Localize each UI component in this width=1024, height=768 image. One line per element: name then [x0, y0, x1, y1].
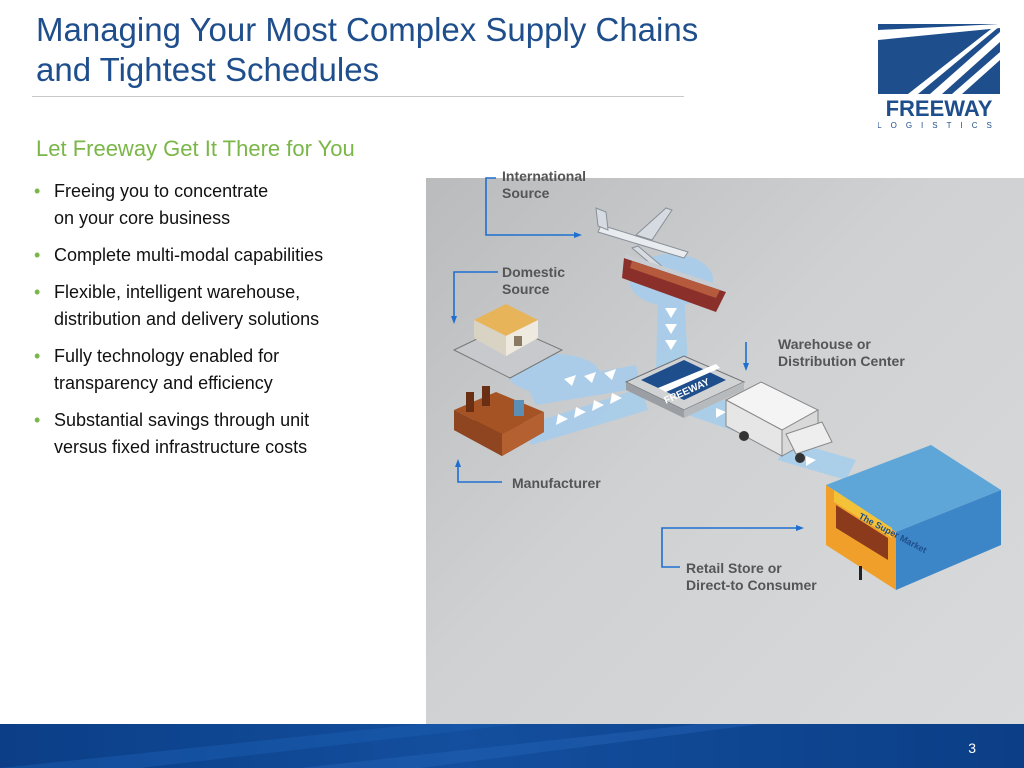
freeway-hub-icon: FREEWAY	[624, 355, 746, 418]
label-line: Warehouse or	[778, 336, 871, 352]
label-line: Distribution Center	[778, 353, 905, 369]
bullet-dot-icon: •	[34, 282, 41, 302]
bullet-item: • Substantial savings through unit versu…	[34, 407, 414, 461]
label-line: International	[502, 168, 587, 184]
slide-title-line1: Managing Your Most Complex Supply Chains	[36, 11, 699, 48]
flow-path-manufacturer	[526, 388, 648, 445]
connector-domestic	[453, 271, 498, 318]
bullet-item: • Fully technology enabled for transpare…	[34, 343, 414, 397]
supply-chain-diagram: FREEWAY The Super Market	[451, 177, 1001, 590]
bullet-dot-icon: •	[34, 181, 41, 201]
airplane-icon	[595, 207, 689, 271]
slide-title-line2: and Tightest Schedules	[36, 51, 380, 88]
flow-arrows	[556, 308, 816, 466]
footer-stripes	[0, 724, 760, 768]
label-line: Manufacturer	[512, 475, 601, 491]
bullet-dot-icon: •	[34, 410, 41, 430]
bullet-dot-icon: •	[34, 346, 41, 366]
title-divider	[32, 96, 684, 97]
bullet-item: • Flexible, intelligent warehouse, distr…	[34, 279, 414, 333]
label-domestic-source: Domestic Source	[502, 264, 565, 298]
house-icon	[452, 304, 564, 379]
freeway-road-logo-icon	[878, 24, 1000, 94]
bullet-text: Fully technology enabled for	[54, 346, 280, 366]
bullet-text: on your core business	[54, 208, 231, 228]
supermarket-icon: The Super Market	[826, 445, 1001, 590]
label-international-source: International Source	[502, 168, 586, 202]
bullet-text: Freeing you to concentrate	[54, 181, 269, 201]
label-connectors	[451, 177, 804, 568]
bullet-text: Flexible, intelligent warehouse,	[54, 282, 301, 302]
footer-bar	[0, 724, 1024, 768]
subtitle: Let Freeway Get It There for You	[36, 136, 355, 161]
bullet-list: • Freeing you to concentrate on your cor…	[34, 178, 414, 471]
label-line: Source	[502, 281, 550, 297]
connector-manufacturer	[457, 465, 502, 483]
truck-icon	[724, 381, 833, 463]
label-line: Direct-to Consumer	[686, 577, 817, 593]
logo-tagline: LOGISTICS	[878, 121, 1000, 130]
connector-retail	[661, 527, 796, 568]
bullet-item: • Complete multi-modal capabilities	[34, 242, 414, 269]
label-warehouse: Warehouse or Distribution Center	[778, 336, 905, 370]
logo-name: FREEWAY	[886, 96, 993, 121]
airplane-and-ship-icon	[595, 207, 728, 312]
bullet-text: transparency and efficiency	[54, 373, 273, 393]
bullet-text: Substantial savings through unit	[54, 410, 310, 430]
factory-icon	[454, 386, 544, 456]
freeway-logo: FREEWAY LOGISTICS	[878, 24, 1000, 130]
slide-title: Managing Your Most Complex Supply Chains…	[36, 10, 776, 90]
bullet-dot-icon: •	[34, 245, 41, 265]
label-line: Domestic	[502, 264, 566, 280]
bullet-text: distribution and delivery solutions	[54, 309, 320, 329]
connector-international	[485, 177, 574, 236]
bullet-text: Complete multi-modal capabilities	[54, 245, 324, 265]
label-manufacturer: Manufacturer	[512, 475, 601, 492]
label-retail-store: Retail Store or Direct-to Consumer	[686, 560, 817, 594]
label-line: Retail Store or	[686, 560, 782, 576]
page-number: 3	[968, 740, 976, 756]
label-line: Source	[502, 185, 550, 201]
bullet-text: versus fixed infrastructure costs	[54, 437, 308, 457]
cargo-ship-icon	[622, 254, 728, 312]
bullet-item: • Freeing you to concentrate on your cor…	[34, 178, 414, 232]
